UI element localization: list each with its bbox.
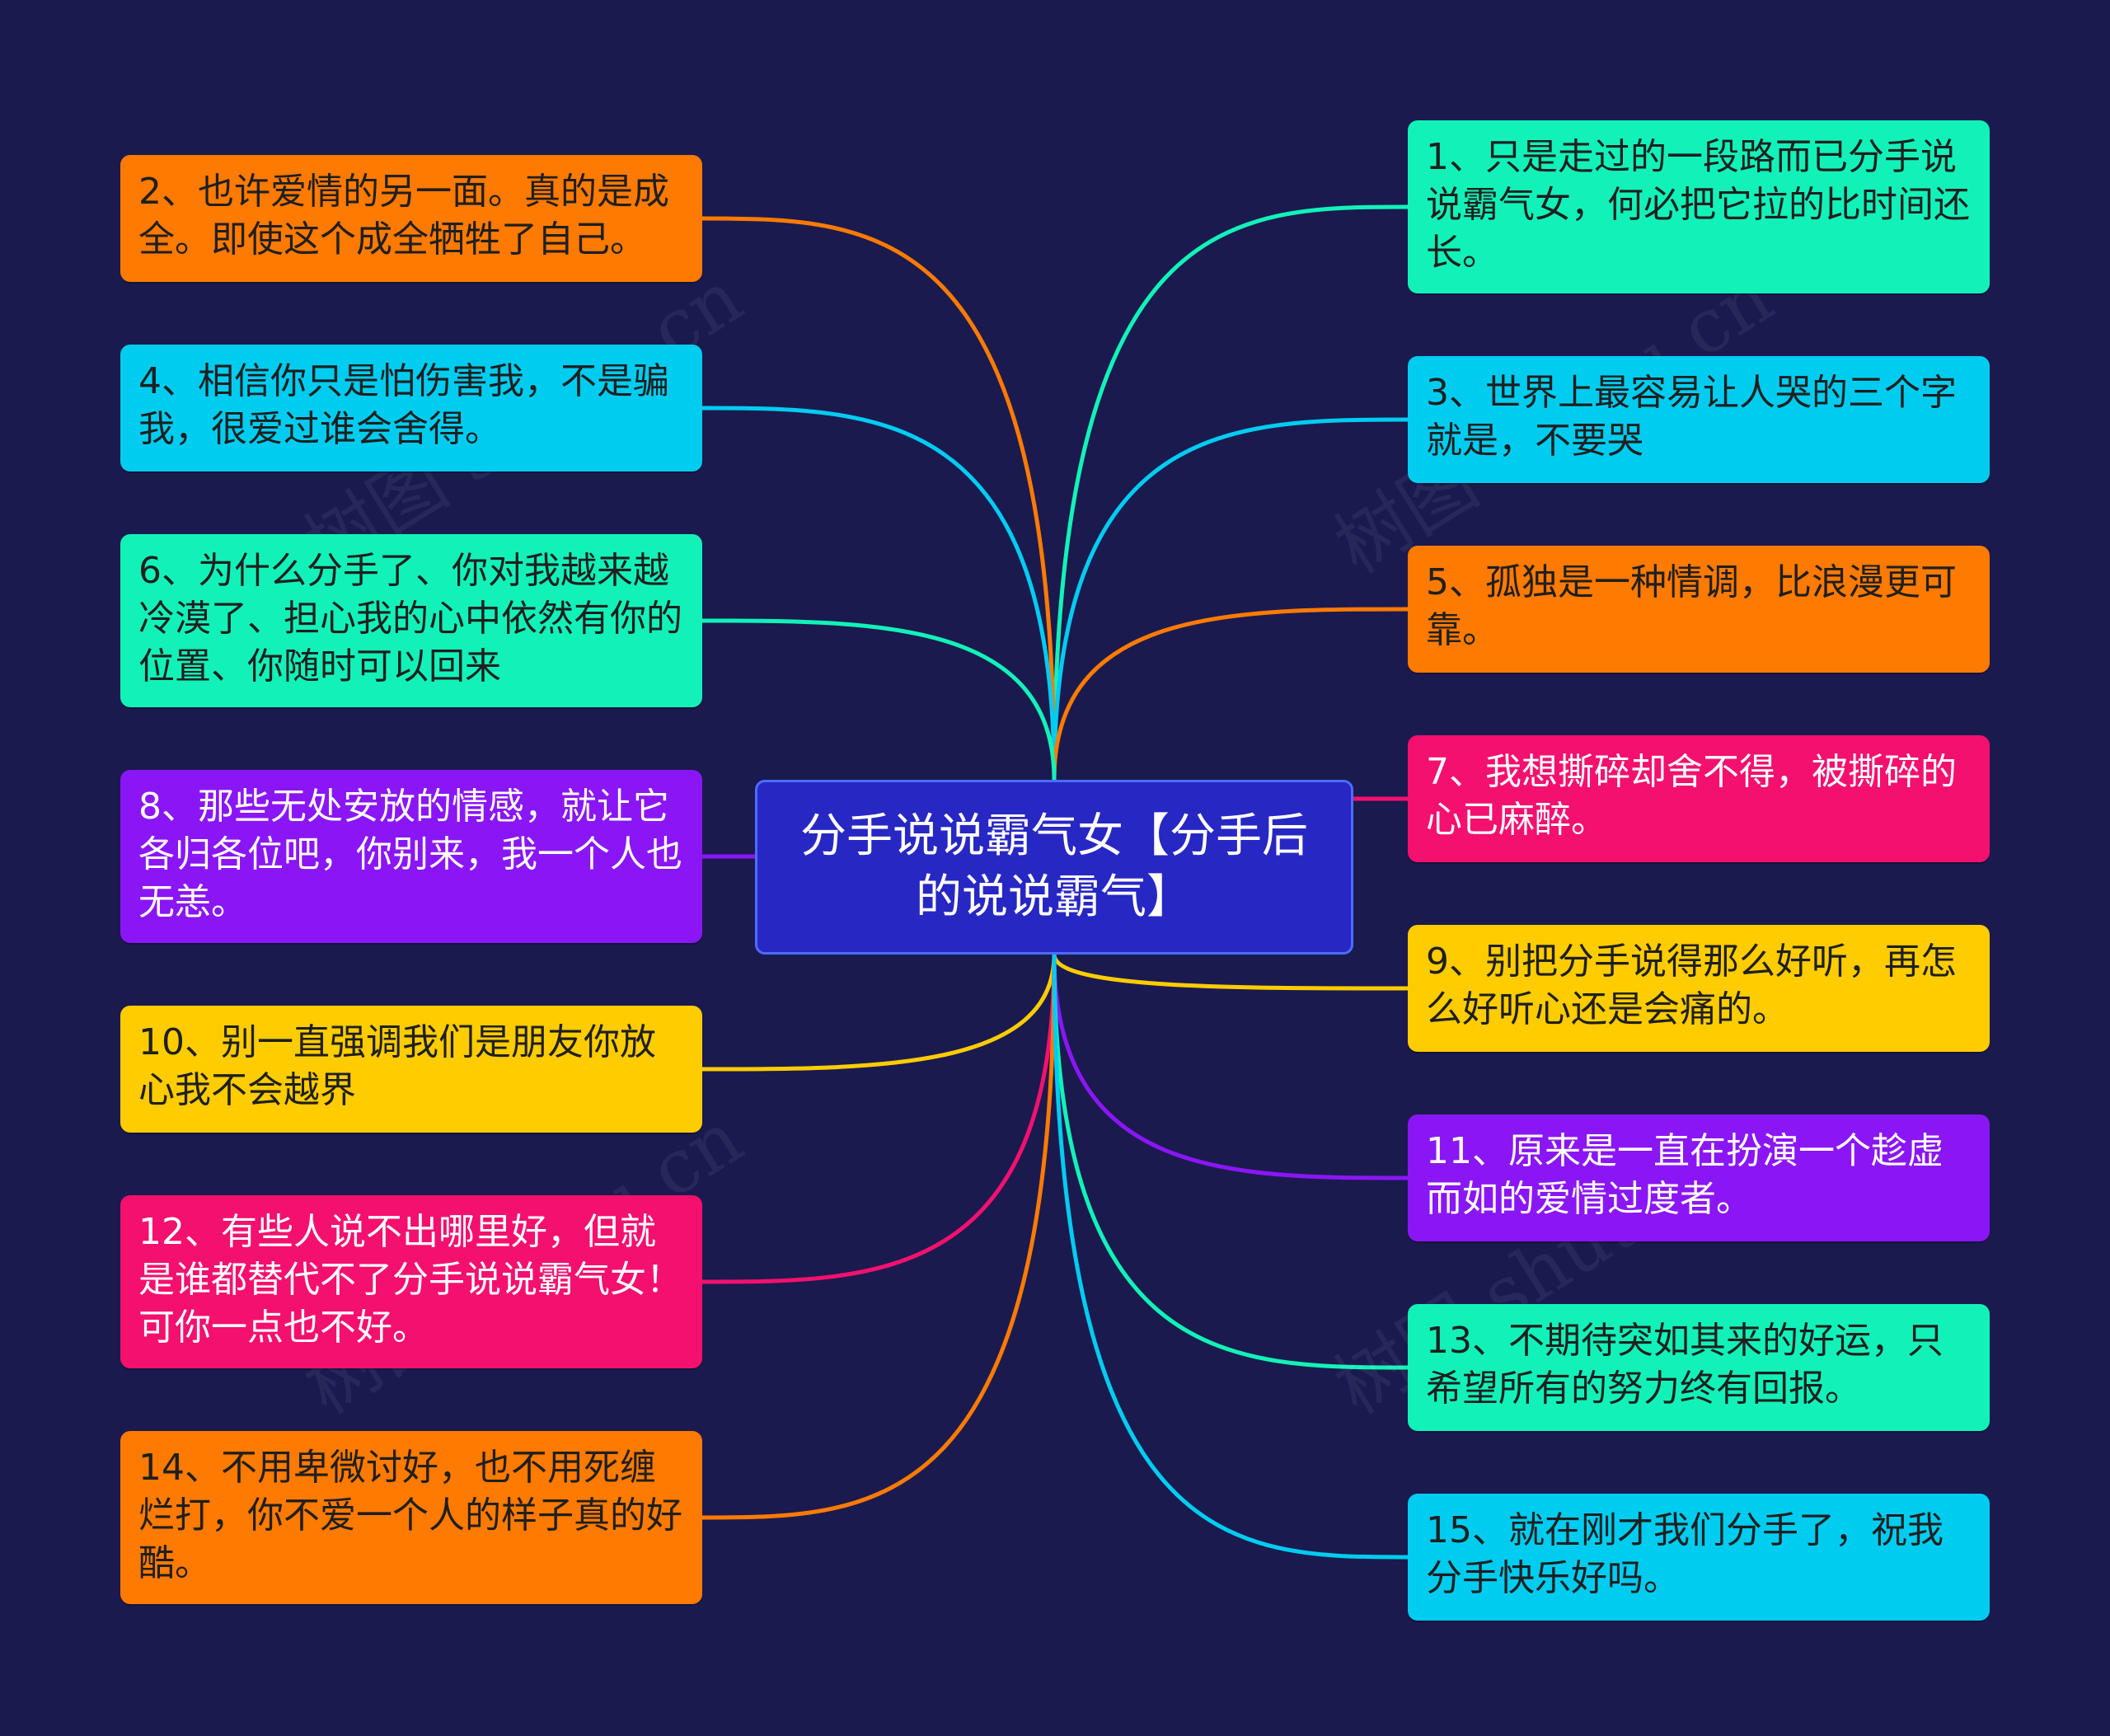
- connector-line: [701, 954, 1057, 1072]
- connector-line: [1052, 954, 1409, 1560]
- topic-node-label: 11、原来是一直在扮演一个趁虚而如的爱情过度者。: [1426, 1130, 1944, 1220]
- topic-node-7[interactable]: 7、我想撕碎却舍不得，被撕碎的心已麻醉。: [1408, 735, 1990, 862]
- central-topic-label: 分手说说霸气女【分手后的说说霸气】: [800, 809, 1308, 924]
- connector-line: [1052, 954, 1409, 1180]
- topic-node-2[interactable]: 2、也许爱情的另一面。真的是成全。即使这个成全牺牲了自己。: [120, 155, 702, 282]
- topic-node-5[interactable]: 5、孤独是一种情调，比浪漫更可靠。: [1408, 546, 1990, 673]
- topic-node-4[interactable]: 4、相信你只是怕伤害我，不是骗我，很爱过谁会舍得。: [120, 345, 702, 472]
- connector-line: [1052, 204, 1409, 781]
- topic-node-9[interactable]: 9、别把分手说得那么好听，再怎么好听心还是会痛的。: [1408, 925, 1990, 1052]
- topic-node-label: 7、我想撕碎却舍不得，被撕碎的心已麻醉。: [1426, 751, 1957, 841]
- topic-node-label: 4、相信你只是怕伤害我，不是骗我，很爱过谁会舍得。: [138, 360, 669, 450]
- connector-line: [1052, 954, 1409, 991]
- topic-node-1[interactable]: 1、只是走过的一段路而已分手说说霸气女，何必把它拉的比时间还长。: [1408, 120, 1990, 293]
- topic-node-label: 5、孤独是一种情调，比浪漫更可靠。: [1426, 561, 1957, 651]
- connector-line: [701, 954, 1057, 1520]
- topic-node-label: 10、别一直强调我们是朋友你放心我不会越界: [138, 1021, 656, 1111]
- connector-line: [701, 618, 1057, 781]
- topic-node-label: 1、只是走过的一段路而已分手说说霸气女，何必把它拉的比时间还长。: [1426, 136, 1970, 274]
- topic-node-3[interactable]: 3、世界上最容易让人哭的三个字就是，不要哭: [1408, 356, 1990, 483]
- connector-line: [1052, 417, 1409, 781]
- topic-node-label: 15、就在刚才我们分手了，祝我分手快乐好吗。: [1426, 1509, 1944, 1599]
- connector-line: [1052, 954, 1409, 1370]
- topic-node-14[interactable]: 14、不用卑微讨好，也不用死缠烂打，你不爱一个人的样子真的好酷。: [120, 1431, 702, 1604]
- topic-node-6[interactable]: 6、为什么分手了、你对我越来越冷漠了、担心我的心中依然有你的位置、你随时可以回来: [120, 534, 702, 707]
- connector-line: [701, 954, 1057, 1284]
- topic-node-label: 6、为什么分手了、你对我越来越冷漠了、担心我的心中依然有你的位置、你随时可以回来: [138, 550, 682, 687]
- topic-node-10[interactable]: 10、别一直强调我们是朋友你放心我不会越界: [120, 1006, 702, 1133]
- topic-node-12[interactable]: 12、有些人说不出哪里好，但就是谁都替代不了分手说说霸气女！可你一点也不好。: [120, 1195, 702, 1368]
- topic-node-label: 12、有些人说不出哪里好，但就是谁都替代不了分手说说霸气女！可你一点也不好。: [138, 1211, 682, 1349]
- connector-line: [1052, 607, 1409, 781]
- connector-line: [701, 216, 1057, 781]
- topic-node-label: 9、别把分手说得那么好听，再怎么好听心还是会痛的。: [1426, 941, 1957, 1030]
- topic-node-label: 13、不期待突如其来的好运，只希望所有的努力终有回报。: [1426, 1320, 1944, 1410]
- topic-node-13[interactable]: 13、不期待突如其来的好运，只希望所有的努力终有回报。: [1408, 1304, 1990, 1431]
- topic-node-label: 14、不用卑微讨好，也不用死缠烂打，你不爱一个人的样子真的好酷。: [138, 1447, 682, 1584]
- topic-node-8[interactable]: 8、那些无处安放的情感，就让它各归各位吧，你别来，我一个人也无恙。: [120, 770, 702, 943]
- topic-node-label: 3、世界上最容易让人哭的三个字就是，不要哭: [1426, 372, 1957, 462]
- topic-node-11[interactable]: 11、原来是一直在扮演一个趁虚而如的爱情过度者。: [1408, 1114, 1990, 1241]
- topic-node-15[interactable]: 15、就在刚才我们分手了，祝我分手快乐好吗。: [1408, 1494, 1990, 1621]
- connector-line: [701, 406, 1057, 781]
- topic-node-label: 8、那些无处安放的情感，就让它各归各位吧，你别来，我一个人也无恙。: [138, 786, 682, 923]
- central-topic[interactable]: 分手说说霸气女【分手后的说说霸气】: [755, 780, 1353, 955]
- topic-node-label: 2、也许爱情的另一面。真的是成全。即使这个成全牺牲了自己。: [138, 171, 669, 260]
